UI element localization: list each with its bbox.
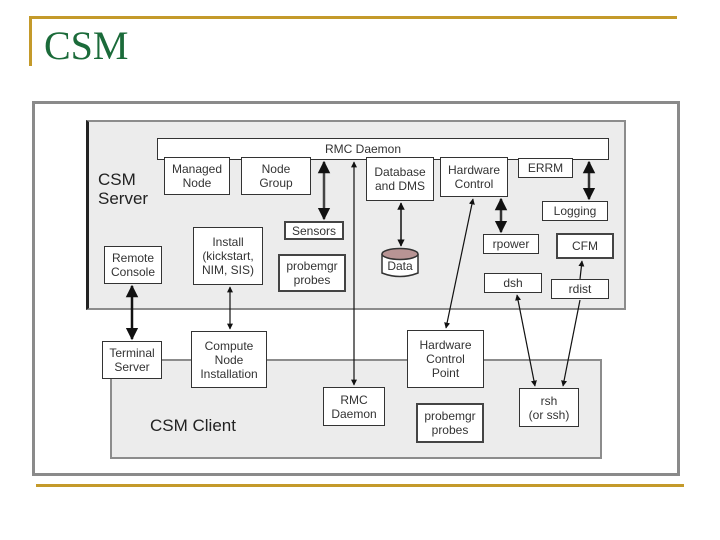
data-store-icon (381, 247, 419, 278)
slide-title: CSM (44, 23, 129, 68)
compute-node-installation-box: Compute Node Installation (191, 331, 267, 388)
cfm-box: CFM (556, 233, 614, 259)
node-group-box: Node Group (241, 157, 311, 195)
server-rmc-daemon-label: RMC Daemon (324, 142, 402, 156)
rsh-box: rsh (or ssh) (519, 388, 579, 427)
managed-node-box: Managed Node (164, 157, 230, 195)
logging-box: Logging (542, 201, 608, 221)
title-rule-top (29, 16, 677, 19)
hardware-control-point-box: Hardware Control Point (407, 330, 484, 388)
remote-console-box: Remote Console (104, 246, 162, 284)
rdist-box: rdist (551, 279, 609, 299)
rpower-box: rpower (483, 234, 539, 254)
client-probemgr-box: probemgr probes (416, 403, 484, 443)
database-dms-box: Database and DMS (366, 157, 434, 201)
install-box: Install (kickstart, NIM, SIS) (193, 227, 263, 285)
csm-client-label: CSM Client (150, 416, 236, 435)
hardware-control-box: Hardware Control (440, 157, 508, 197)
footer-rule (36, 484, 684, 487)
server-probemgr-box: probemgr probes (278, 254, 346, 292)
errm-box: ERRM (518, 158, 573, 178)
csm-server-label: CSM Server (98, 170, 149, 208)
terminal-server-box: Terminal Server (102, 341, 162, 379)
sensors-box: Sensors (284, 221, 344, 240)
data-store-label: Data (387, 259, 413, 273)
dsh-box: dsh (484, 273, 542, 293)
title-rule-left (29, 16, 32, 66)
client-rmc-daemon-box: RMC Daemon (323, 387, 385, 426)
